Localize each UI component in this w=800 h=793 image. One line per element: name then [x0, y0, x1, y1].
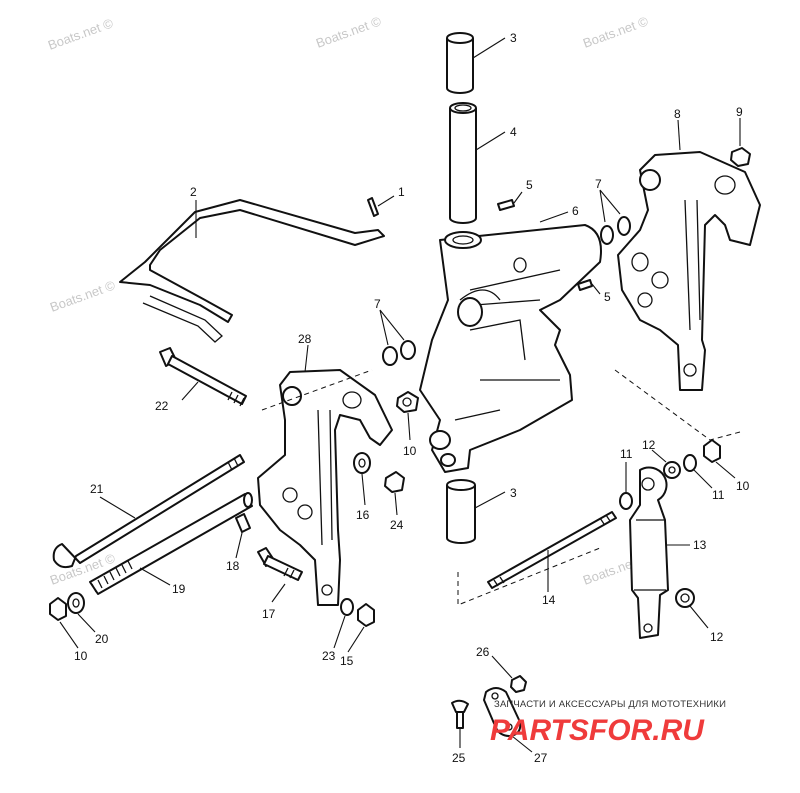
callout-24: 24 [390, 518, 404, 532]
callout-7: 7 [595, 177, 602, 191]
part-10-nut-left [49, 597, 79, 649]
part-6-swivel-bracket [419, 211, 602, 473]
alignment-lines [261, 369, 741, 606]
callout-2: 2 [190, 185, 197, 199]
callout-3: 3 [510, 486, 517, 500]
part-11-washer-right [683, 454, 713, 489]
callout-23: 23 [322, 649, 336, 663]
callout-14: 14 [542, 593, 556, 607]
callout-19: 19 [172, 582, 186, 596]
callout-15: 15 [340, 654, 354, 668]
callout-26: 26 [476, 645, 490, 659]
part-15-nut [347, 603, 375, 653]
part-23-washer [333, 598, 354, 649]
part-28-clamp-bracket-left [257, 344, 393, 606]
part-14-rod [487, 511, 617, 592]
part-20-washer [67, 592, 96, 633]
part-17-bolt [257, 547, 303, 603]
callout-21: 21 [90, 482, 104, 496]
callout-5: 5 [604, 290, 611, 304]
callout-12: 12 [642, 438, 656, 452]
watermark: Boats.net © [314, 13, 384, 51]
part-19-tilt-tube [89, 492, 253, 595]
watermark: Boats.net © [46, 15, 116, 53]
callout-10: 10 [736, 479, 750, 493]
part-22-bolt [159, 347, 247, 407]
callout-10: 10 [403, 444, 417, 458]
callout-28: 28 [298, 332, 312, 346]
part-13-trim-cylinder [629, 466, 690, 639]
callout-1: 1 [398, 185, 405, 199]
callout-22: 22 [155, 399, 169, 413]
part-7-washers-left [379, 309, 416, 366]
callout-17: 17 [262, 607, 276, 621]
callout-20: 20 [95, 632, 109, 646]
part-12-bushing-upper [651, 449, 681, 479]
part-8-clamp-bracket-right [617, 119, 761, 391]
part-12-bushing-lower [675, 588, 709, 629]
callout-6: 6 [572, 204, 579, 218]
part-3-lower-bushing [446, 479, 506, 544]
callout-16: 16 [356, 508, 370, 522]
part-21-bolt [52, 454, 245, 569]
part-11-washer-upper [619, 462, 633, 510]
watermark: Boats.net © [48, 277, 118, 315]
callout-4: 4 [510, 125, 517, 139]
callout-11: 11 [620, 447, 633, 461]
part-27-link-plate [483, 687, 533, 753]
callout-25: 25 [452, 751, 466, 765]
part-3-upper-bushing [446, 32, 506, 94]
callout-5: 5 [526, 178, 533, 192]
callout-11: 11 [712, 488, 725, 502]
brand-logo: PARTSFOR.RU [490, 714, 705, 747]
part-16-washer [353, 452, 371, 506]
callout-7: 7 [374, 297, 381, 311]
part-7-washers-right [599, 189, 631, 245]
brand-stamp: ЗАПЧАСТИ И АКСЕССУАРЫ ДЛЯ МОТОТЕХНИКИ PA… [490, 699, 726, 747]
callout-9: 9 [736, 105, 743, 119]
callout-27: 27 [534, 751, 548, 765]
callout-13: 13 [693, 538, 707, 552]
part-5-grease-fittings [497, 191, 601, 295]
part-25-screw [451, 699, 469, 748]
part-18-set-screw [235, 513, 251, 559]
brand-tagline: ЗАПЧАСТИ И АКСЕССУАРЫ ДЛЯ МОТОТЕХНИКИ [494, 699, 726, 710]
part-1-pin [367, 195, 395, 217]
part-4-steering-tube [449, 102, 506, 224]
part-26-nut [491, 655, 527, 693]
part-9-nut [730, 118, 751, 167]
callout-3: 3 [510, 31, 517, 45]
callout-12: 12 [710, 630, 724, 644]
part-10-nut-center [396, 391, 419, 441]
watermark: Boats.net © [581, 13, 651, 51]
callout-labels: 1 2 3 3 4 5 5 6 7 7 8 9 10 10 10 11 11 1… [74, 31, 750, 765]
callout-8: 8 [674, 107, 681, 121]
part-2-tilt-lever [119, 199, 385, 343]
callout-10: 10 [74, 649, 88, 663]
part-10-nut-right [703, 439, 736, 479]
callout-18: 18 [226, 559, 240, 573]
part-24-nut [384, 471, 405, 516]
